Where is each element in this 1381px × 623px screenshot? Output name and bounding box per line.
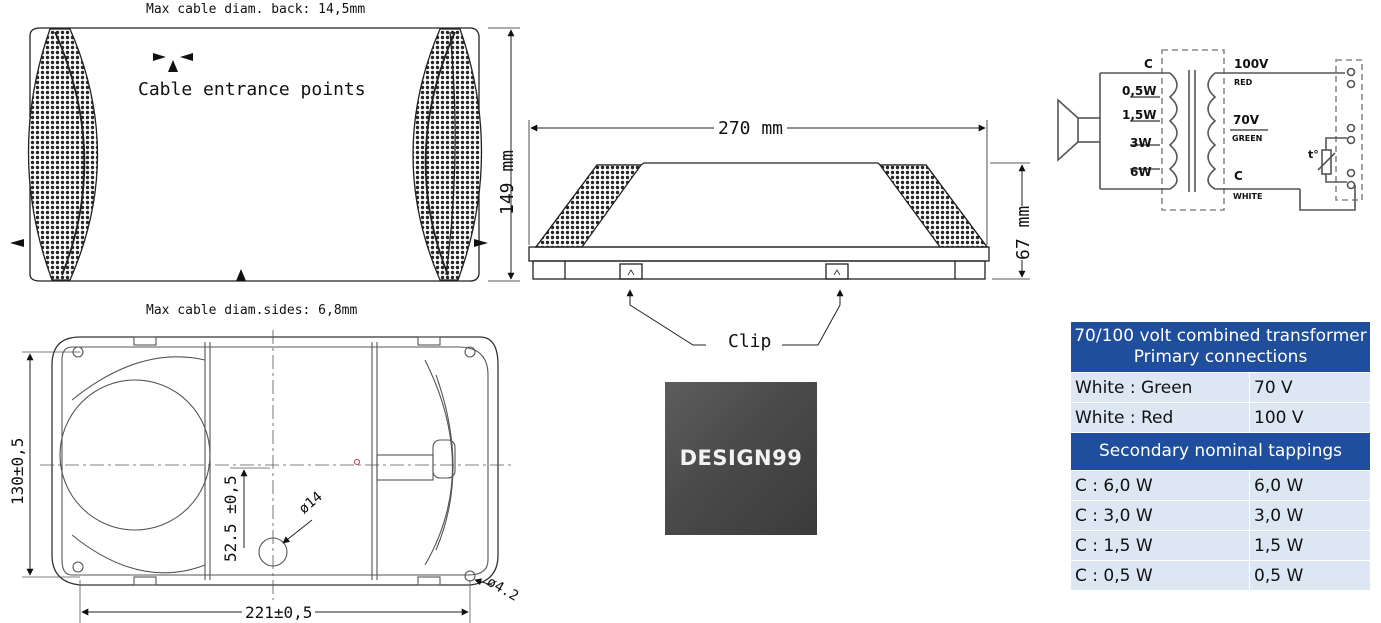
row-value: 70 V — [1249, 372, 1371, 403]
table-row: White : Green 70 V — [1070, 372, 1371, 403]
row-label: C : 1,5 W — [1070, 530, 1250, 561]
row-label: White : Red — [1070, 402, 1250, 433]
table-row: White : Red 100 V — [1070, 402, 1371, 433]
side-view — [528, 120, 1030, 346]
row-value: 0,5 W — [1249, 560, 1371, 591]
table-row: C : 0,5 W 0,5 W — [1070, 560, 1371, 591]
table-row: C : 3,0 W 3,0 W — [1070, 500, 1371, 531]
tap-c: C — [1144, 57, 1153, 71]
primary-70v: 70V — [1233, 113, 1259, 127]
tap-0-5w: 0,5W — [1122, 84, 1157, 98]
design99-logo: DESIGN99 — [665, 382, 817, 535]
row-label: C : 3,0 W — [1070, 500, 1250, 531]
primary-white: WHITE — [1233, 192, 1263, 201]
logo-text: DESIGN99 — [679, 446, 803, 470]
top-view — [10, 27, 520, 282]
row-label: C : 0,5 W — [1070, 560, 1250, 591]
row-value: 1,5 W — [1249, 530, 1371, 561]
table-row: C : 1,5 W 1,5 W — [1070, 530, 1371, 561]
row-label: White : Green — [1070, 372, 1250, 403]
table-header-primary: 70/100 volt combined transformer Primary… — [1070, 321, 1371, 373]
cable-entrance-label: Cable entrance points — [138, 79, 366, 100]
table-header-secondary: Secondary nominal tappings — [1070, 432, 1371, 471]
tap-6w: 6W — [1130, 165, 1152, 179]
transformer-table: 70/100 volt combined transformer Primary… — [1070, 321, 1371, 591]
row-value: 6,0 W — [1249, 470, 1371, 501]
clip-label: Clip — [728, 331, 772, 352]
table-row: C : 6,0 W 6,0 W — [1070, 470, 1371, 501]
bottom-width-dim: 221±0,5 — [242, 603, 316, 622]
bottom-height-dim: 130±0,5 — [8, 437, 27, 505]
hole-distance-dim: 52.5 ±0,5 — [221, 475, 240, 562]
top-height-dim: 149 mm — [497, 149, 518, 215]
tap-1-5w: 1,5W — [1122, 108, 1157, 122]
cable-sides-label: Max cable diam.sides: 6,8mm — [146, 303, 358, 318]
side-height-dim: 67 mm — [1013, 205, 1034, 260]
row-value: 3,0 W — [1249, 500, 1371, 531]
side-width-dim: 270 mm — [714, 118, 788, 139]
primary-c: C — [1234, 169, 1243, 183]
primary-red: RED — [1234, 78, 1253, 87]
primary-100v: 100V — [1234, 57, 1269, 71]
row-value: 100 V — [1249, 402, 1371, 433]
tap-3w: 3W — [1130, 136, 1152, 150]
row-label: C : 6,0 W — [1070, 470, 1250, 501]
thermal-label: t° — [1308, 148, 1319, 161]
cable-back-label: Max cable diam. back: 14,5mm — [146, 2, 366, 17]
primary-green: GREEN — [1232, 134, 1263, 143]
bottom-view — [22, 330, 515, 623]
transformer-schematic — [1057, 49, 1363, 211]
